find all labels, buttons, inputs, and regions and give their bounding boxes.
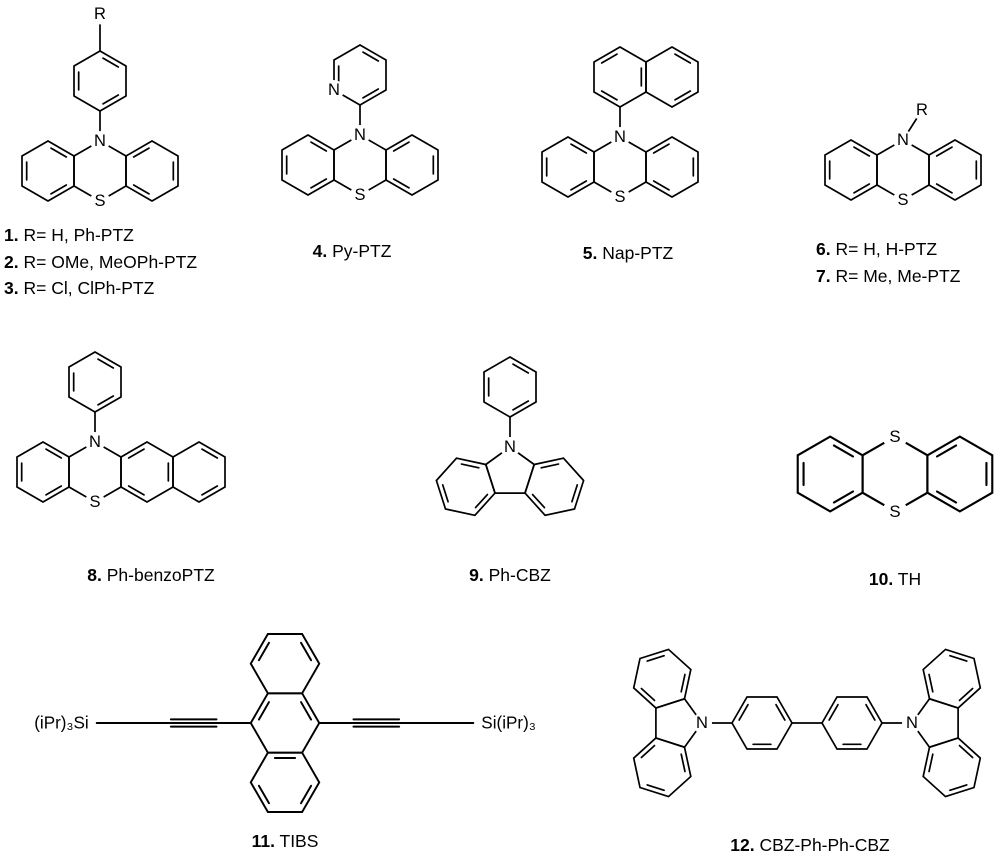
compound-number: 2.	[4, 251, 19, 272]
compound-name: R= OMe, MeOPh-PTZ	[23, 251, 198, 272]
silyl-group-label: Si(iPr)₃	[481, 714, 535, 733]
sulfur-atom-label: S	[354, 186, 365, 204]
caption-line: 5. Nap-PTZ	[543, 240, 713, 267]
compound-name: R= Cl, ClPh-PTZ	[23, 278, 155, 298]
sulfur-atom-label: S	[889, 502, 900, 521]
compound-number: 12.	[730, 835, 755, 855]
nitrogen-atom-label: N	[614, 128, 626, 146]
nitrogen-atom-label: N	[89, 433, 101, 451]
structure-r-ptz: N S R	[818, 98, 988, 213]
nitrogen-atom-label: N	[897, 131, 909, 149]
molecule-tibs-drawing: (iPr)₃Si Si(iPr)₃	[34, 633, 536, 813]
caption-compound-11: 11. TIBS	[160, 828, 410, 855]
r-substituent-label: R	[916, 101, 928, 119]
nitrogen-atom-label: N	[354, 126, 366, 144]
caption-line: 8. Ph-benzoPTZ	[40, 562, 262, 589]
caption-line: 4. Py-PTZ	[267, 238, 437, 265]
compound-name: R= Me, Me-PTZ	[835, 265, 961, 286]
compound-number: 9.	[469, 565, 484, 585]
caption-line: 10. TH	[789, 566, 1000, 593]
r-substituent-label: R	[94, 5, 106, 23]
compound-name: R= H, Ph-PTZ	[23, 225, 134, 245]
pyridine-nitrogen-label: N	[328, 81, 340, 99]
compound-name: R= H, H-PTZ	[835, 239, 938, 259]
caption-compounds-1-3: 1. R= H, Ph-PTZ 2. R= OMe, MeOPh-PTZ 3. …	[4, 222, 197, 302]
sulfur-atom-label: S	[897, 191, 908, 209]
structure-py-ptz: N S N	[275, 40, 445, 210]
compound-name: Ph-CBZ	[488, 565, 551, 585]
molecule-nap-ptz-drawing: NS	[541, 46, 699, 207]
compound-number: 6.	[816, 239, 831, 259]
compound-number: 5.	[582, 243, 598, 263]
compound-number: 7.	[816, 265, 831, 286]
compound-number: 10.	[868, 569, 894, 589]
compound-number: 8.	[87, 565, 102, 585]
molecule-th-drawing: SS	[796, 424, 994, 524]
sulfur-atom-label: S	[889, 427, 900, 446]
sulfur-atom-label: S	[89, 493, 100, 511]
compound-number: 4.	[312, 241, 328, 261]
caption-compounds-6-7: 6. R= H, H-PTZ 7. R= Me, Me-PTZ	[816, 236, 960, 289]
compound-name: Nap-PTZ	[602, 243, 674, 263]
nitrogen-atom-label: N	[696, 714, 708, 732]
caption-compound-8: 8. Ph-benzoPTZ	[40, 562, 262, 589]
caption-line: 9. Ph-CBZ	[430, 562, 590, 589]
silyl-group-label: (iPr)₃Si	[34, 714, 89, 733]
molecule-ph-benzoptz-drawing: NS	[16, 351, 226, 512]
caption-line-1: 1. R= H, Ph-PTZ	[4, 222, 197, 249]
caption-compound-12: 12. CBZ-Ph-Ph-CBZ	[650, 832, 970, 859]
compound-number: 11.	[251, 831, 275, 851]
caption-compound-4: 4. Py-PTZ	[267, 238, 437, 265]
structure-aryl-ptz: N S R	[15, 1, 185, 213]
compound-name: CBZ-Ph-Ph-CBZ	[759, 835, 890, 855]
structure-ph-cbz: N	[430, 352, 590, 522]
compound-name: Ph-benzoPTZ	[106, 565, 215, 585]
caption-line: 11. TIBS	[160, 828, 410, 855]
molecule-ph-cbz-drawing: N	[435, 356, 585, 517]
compound-name: TIBS	[279, 831, 319, 851]
compound-number: 3.	[4, 278, 19, 298]
caption-compound-10: 10. TH	[789, 566, 1000, 593]
compound-name: TH	[897, 569, 922, 589]
molecule-py-ptz-drawing: N S N	[281, 44, 439, 205]
nitrogen-atom-label: N	[94, 132, 106, 150]
caption-line-7: 7. R= Me, Me-PTZ	[816, 263, 960, 290]
caption-line-6: 6. R= H, H-PTZ	[816, 236, 960, 263]
sulfur-atom-label: S	[94, 192, 105, 210]
molecule-aryl-ptz-drawing: N S R	[21, 4, 179, 211]
nitrogen-atom-label: N	[504, 438, 516, 456]
caption-compound-9: 9. Ph-CBZ	[430, 562, 590, 589]
caption-compound-5: 5. Nap-PTZ	[543, 240, 713, 267]
sulfur-atom-label: S	[614, 188, 625, 206]
compound-number: 1.	[4, 225, 19, 245]
caption-line-3: 3. R= Cl, ClPh-PTZ	[4, 275, 197, 302]
structure-tibs: (iPr)₃Si Si(iPr)₃	[5, 618, 565, 828]
compound-name: Py-PTZ	[332, 241, 392, 261]
nitrogen-atom-label: N	[906, 714, 918, 732]
molecule-r-ptz-drawing: N S R	[824, 100, 982, 210]
caption-line: 12. CBZ-Ph-Ph-CBZ	[650, 832, 970, 859]
caption-line-2: 2. R= OMe, MeOPh-PTZ	[4, 249, 197, 276]
